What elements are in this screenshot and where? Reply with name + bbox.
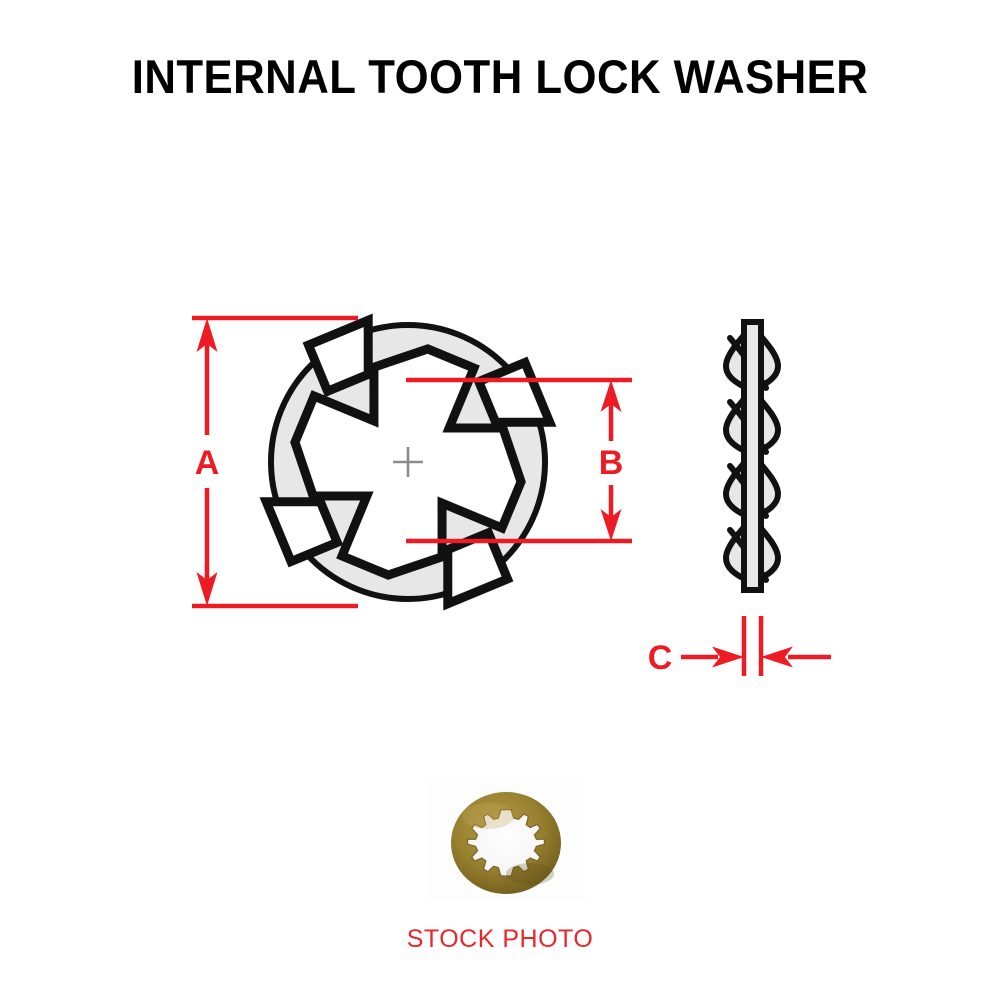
side-view-body-bar xyxy=(741,319,764,593)
dimension-c-arrow-left xyxy=(712,646,744,668)
stock-photo-image xyxy=(428,782,586,900)
dimension-a: A xyxy=(192,315,358,609)
dimension-c-arrow-right xyxy=(761,646,793,668)
dimension-b-label: B xyxy=(599,444,624,482)
side-view xyxy=(723,319,781,593)
front-view xyxy=(259,313,557,611)
dimension-b: B xyxy=(406,377,632,544)
dimension-a-label: A xyxy=(195,444,220,482)
dimension-c-label: C xyxy=(648,639,673,677)
center-mark xyxy=(393,447,423,477)
dimension-b-arrow-up xyxy=(600,380,622,412)
stock-photo-caption: STOCK PHOTO xyxy=(406,925,594,953)
dimension-a-arrow-down xyxy=(196,572,218,606)
page-title: INTERNAL TOOTH LOCK WASHER xyxy=(131,50,869,103)
dimension-c: C xyxy=(648,616,831,677)
dimension-a-arrow-up xyxy=(196,318,218,352)
dimension-b-arrow-down xyxy=(600,509,622,541)
